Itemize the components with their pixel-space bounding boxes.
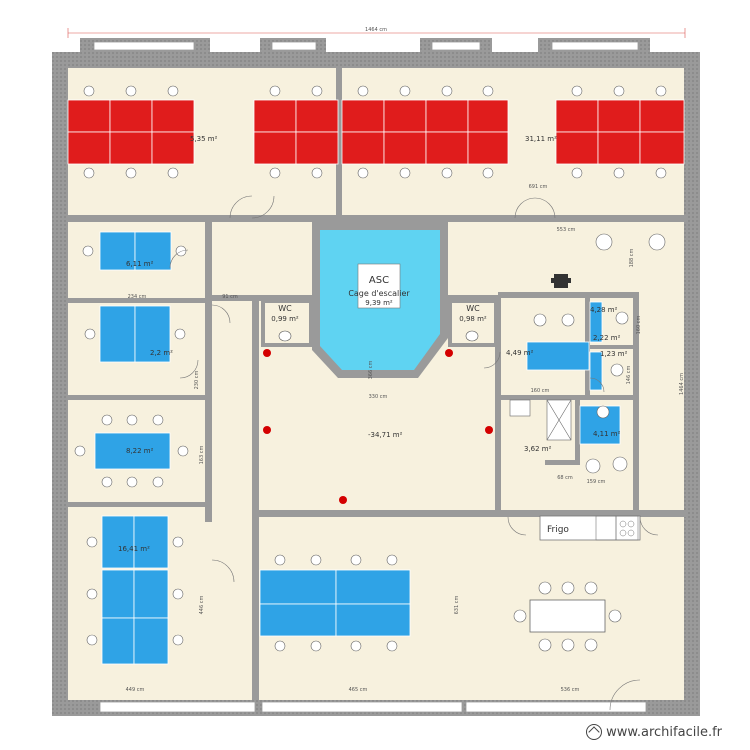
dim-hall-width: 330 cm <box>369 394 388 400</box>
chairs-side <box>74 233 666 652</box>
area-office-bottom-left: 16,41 m² <box>118 545 150 553</box>
dim-small-a: 160 cm <box>531 388 550 394</box>
area-shower-room: 4,11 m² <box>593 430 621 438</box>
stair-cage-label: Cage d'escalier <box>348 289 410 298</box>
area-kitchen-corridor: 3,62 m² <box>524 445 552 453</box>
area-office-right-mid: 4,49 m² <box>506 349 534 357</box>
dim-bottom-left: 449 cm <box>126 687 145 693</box>
dim-bottom-mid: 465 cm <box>349 687 368 693</box>
dim-small-b: 68 cm <box>557 475 573 481</box>
dim-left-office-width: 234 cm <box>128 294 147 300</box>
dim-vertical-b: 446 cm <box>199 596 205 615</box>
coffee-machine-icon <box>551 274 571 288</box>
toilet-icon <box>278 330 292 342</box>
toilet-icon <box>465 330 479 342</box>
column-markers <box>263 349 493 504</box>
wc-left-label: WC <box>278 304 292 313</box>
dim-vertical-h: 163 cm <box>199 446 205 465</box>
wc-left-area: 0,99 m² <box>271 315 299 323</box>
fridge-label: Frigo <box>547 525 569 535</box>
dim-right-total: 1464 cm <box>679 373 685 395</box>
meeting-table-bottom-right <box>513 581 622 652</box>
dimension-labels: 1464 cm 1464 cm 691 cm 553 cm 234 cm 91 … <box>126 27 685 693</box>
area-central-hall: -34,71 m² <box>368 431 403 439</box>
elevator-label: ASC <box>369 275 389 286</box>
dim-corridor-width: 91 cm <box>222 294 238 300</box>
dim-right-upper-span: 553 cm <box>557 227 576 233</box>
windows <box>93 41 647 713</box>
dim-bottom-right: 536 cm <box>561 687 580 693</box>
chairs-top <box>83 85 667 179</box>
archifacile-logo-icon <box>586 724 603 740</box>
wc-right-area: 0,98 m² <box>459 315 487 323</box>
area-top-left: 5,35 m² <box>190 135 218 143</box>
dim-vertical-c: 631 cm <box>454 596 460 615</box>
room-area-labels: 5,35 m² 31,11 m² 6,11 m² 2,2 m² 8,22 m² … <box>118 135 628 553</box>
elevator-box <box>357 263 401 309</box>
area-office-1: 6,11 m² <box>126 260 154 268</box>
dim-vertical-d: 188 cm <box>629 249 635 268</box>
area-meeting-room: 8,22 m² <box>126 447 154 455</box>
door-swings <box>169 195 659 711</box>
wc-right-label: WC <box>466 304 480 313</box>
wc-right: WC 0,98 m² <box>448 299 498 347</box>
area-small-room-b: 2,22 m² <box>593 334 621 342</box>
stair-cage: ASC Cage d'escalier 9,39 m² <box>312 222 448 378</box>
area-small-room-a: 4,28 m² <box>590 306 618 314</box>
desks-blue <box>94 231 621 665</box>
dim-vertical-f: 366 cm <box>368 361 374 380</box>
area-office-2: 2,2 m² <box>150 349 173 357</box>
dim-vertical-g: 146 cm <box>626 366 632 385</box>
dim-top-total: 1464 cm <box>365 27 387 33</box>
sanitary-fixtures <box>509 399 572 441</box>
watermark-text: www.archifacile.fr <box>606 724 722 740</box>
watermark: www.archifacile.fr <box>586 724 722 740</box>
dim-vertical-a: 230 cm <box>194 371 200 390</box>
dim-vertical-e: 160 cm <box>636 316 642 335</box>
area-small-room-c: 1,23 m² <box>600 350 628 358</box>
kitchen-counter: Frigo <box>539 515 641 541</box>
dim-top-right-span: 691 cm <box>529 184 548 190</box>
dim-small-c: 159 cm <box>587 479 606 485</box>
desks-red <box>67 99 685 165</box>
wc-left: WC 0,99 m² <box>261 299 313 347</box>
area-top-right: 31,11 m² <box>525 135 557 143</box>
stair-cage-area: 9,39 m² <box>365 299 393 307</box>
inner-walls <box>68 68 688 700</box>
